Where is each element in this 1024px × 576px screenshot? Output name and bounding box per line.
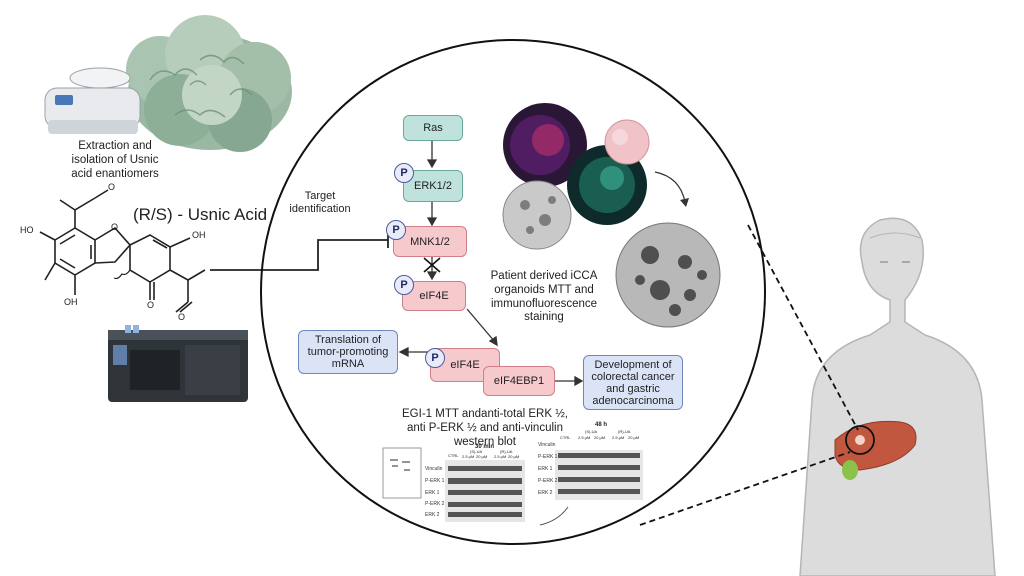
blot48-time: 48 h: [595, 422, 608, 428]
phospho-eif4e-icon: P: [394, 275, 414, 295]
blot30-dose-3: 2.5 µM: [494, 454, 507, 459]
translation-box: Translation of tumor-promoting mRNA: [298, 330, 398, 374]
blot48-dose-3: 2.5 µM: [612, 435, 625, 440]
blot-sketch: [382, 447, 422, 499]
blot48-dose-2: 20 µM: [594, 435, 606, 440]
blot30-ctrl: CTRL: [448, 453, 459, 458]
blot30-row-0: Vinculin: [425, 466, 443, 472]
eif4ebp1-box: eIF4EBP1: [483, 366, 555, 396]
extraction-label: Extraction and isolation of Usnic acid e…: [71, 140, 159, 180]
blot48-row-2: ERK 1: [538, 466, 553, 472]
compound-name: (R/S) - Usnic Acid: [133, 205, 268, 224]
blot48-row-3: P-ERK 2: [538, 478, 558, 484]
zoom-lines: [639, 224, 859, 526]
blot30-dose-1: 2.5 µM: [462, 454, 475, 459]
western-blot-48h: [539, 450, 643, 526]
blot30-row-3: P-ERK 2: [425, 501, 445, 507]
blot30-row-1: P-ERK 1: [425, 478, 445, 484]
lichen-illustration: [126, 15, 292, 152]
blot30-dose-2: 20 µM: [476, 454, 488, 459]
block-x-mark: [423, 257, 441, 273]
target-identification-label: Target identification: [289, 190, 351, 216]
egi-western-blot-label: EGI-1 MTT andanti-total ERK ½, anti P-ER…: [402, 408, 568, 448]
blot30-s: (S)-UA: [470, 449, 483, 454]
blot30-r: (R)-UA: [500, 449, 513, 454]
western-blot-30min: [445, 460, 525, 522]
blot48-row-0: Vinculin: [538, 442, 556, 448]
chem-ho-left: HO: [20, 225, 34, 235]
blot48-dose-4: 20 µM: [628, 435, 640, 440]
phospho-mnk-icon: P: [386, 220, 406, 240]
chem-oh-right: OH: [192, 230, 206, 240]
extraction-instrument: [44, 67, 141, 134]
blot48-ctrl: CTRL: [560, 435, 571, 440]
usnic-acid-structure: [39, 189, 206, 313]
pathway-arrows: [398, 141, 584, 387]
blot48-row-4: ERK 2: [538, 490, 553, 496]
blot30-row-2: ERK 1: [425, 490, 440, 496]
blot48-row-1: P-ERK 1: [538, 454, 558, 460]
phospho-complex-icon: P: [425, 348, 445, 368]
chem-oh-bottom: OH: [64, 297, 78, 307]
organoid-label: Patient derived iCCA organoids MTT and i…: [490, 270, 598, 324]
human-figure: [799, 217, 996, 576]
mnk-box: MNK1/2: [393, 226, 467, 257]
chem-o-top: O: [108, 182, 116, 192]
blot48-dose-1: 2.5 µM: [578, 435, 591, 440]
blot30-time: 30 min: [475, 444, 495, 450]
blot30-dose-4: 20 µM: [508, 454, 520, 459]
inhibition-connector: [210, 232, 389, 271]
organoid-images: [502, 103, 721, 328]
blot30-row-4: ERK 2: [425, 512, 440, 518]
main-circle: [260, 39, 766, 545]
phospho-erk-icon: P: [394, 163, 414, 183]
chem-o-acetyl: O: [178, 312, 186, 322]
development-box: Development of colorectal cancer and gas…: [583, 355, 683, 410]
mass-spectrometer: [108, 325, 248, 402]
ras-box: Ras: [403, 115, 463, 141]
blot48-r: (R)-UA: [618, 429, 631, 434]
blot48-s: (S)-UA: [585, 429, 598, 434]
chem-o-ring: O: [111, 222, 119, 232]
chem-o-ketone: O: [147, 300, 155, 310]
